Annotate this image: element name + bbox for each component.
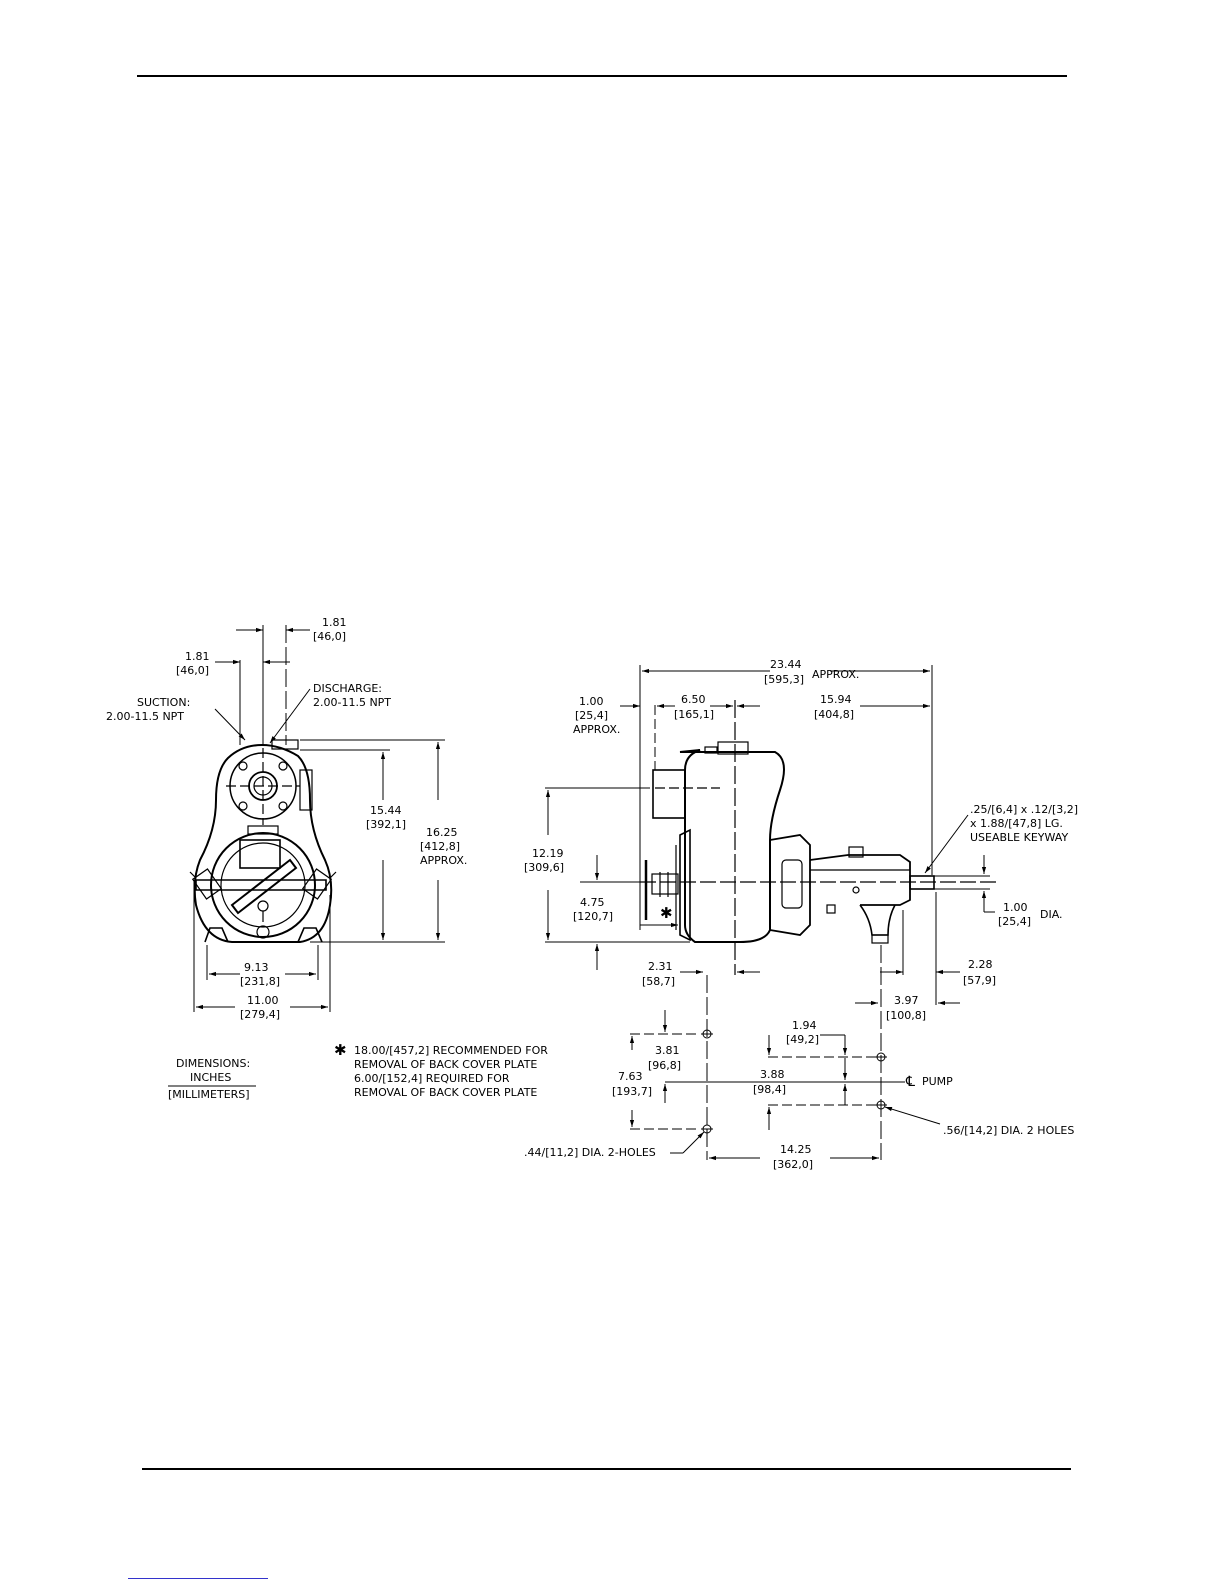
discharge-title: DISCHARGE: xyxy=(313,682,382,695)
base-view-dimensions xyxy=(629,945,941,1161)
holes-left-label: .44/[11,2] DIA. 2-HOLES xyxy=(524,1146,656,1159)
side-view xyxy=(640,700,998,975)
note-line-2: REMOVAL OF BACK COVER PLATE xyxy=(354,1058,537,1071)
dims-legend-title: DIMENSIONS: xyxy=(176,1057,250,1070)
dim-475-mm: [120,7] xyxy=(573,910,613,923)
note-line-1: 18.00/[457,2] RECOMMENDED FOR xyxy=(354,1044,548,1057)
dim-base1-mm: [231,8] xyxy=(240,975,280,988)
header-rule xyxy=(137,75,1067,77)
base-view-labels: 1.94 [49,2] 3.81 [96,8] 7.63 [193,7] 3.8… xyxy=(524,1019,1074,1171)
keyway-line-2: x 1.88/[47,8] LG. xyxy=(970,817,1063,830)
suction-title: SUCTION: xyxy=(137,696,190,709)
dim-381-in: 3.81 xyxy=(655,1044,680,1057)
dim-1219-in: 12.19 xyxy=(532,847,564,860)
dim-left-in: 1.81 xyxy=(185,650,210,663)
suction-size: 2.00-11.5 NPT xyxy=(106,710,184,723)
dim-100-mm: [25,4] xyxy=(575,709,608,722)
dim-top-mm: [46,0] xyxy=(313,630,346,643)
front-view-dimensions xyxy=(168,625,445,1087)
notes: DIMENSIONS: INCHES [MILLIMETERS] ✱ 18.00… xyxy=(168,1041,548,1101)
dim-100-in: 1.00 xyxy=(579,695,604,708)
note-star-symbol: ✱ xyxy=(334,1041,347,1059)
asterisk-mark: ✱ xyxy=(660,904,673,922)
dim-1594-in: 15.94 xyxy=(820,693,852,706)
dim-overall-mm: [595,3] xyxy=(764,673,804,686)
discharge-size: 2.00-11.5 NPT xyxy=(313,696,391,709)
centerline-pump-label: PUMP xyxy=(922,1075,953,1088)
dim-h2-mm: [412,8] xyxy=(420,840,460,853)
dim-h2-in: 16.25 xyxy=(426,826,458,839)
dim-shaft-note: DIA. xyxy=(1040,908,1063,921)
dim-1219-mm: [309,6] xyxy=(524,861,564,874)
dim-shaft-mm: [25,4] xyxy=(998,915,1031,928)
dim-h1-in: 15.44 xyxy=(370,804,402,817)
side-view-labels: 23.44 [595,3] APPROX. 1.00 [25,4] APPROX… xyxy=(524,658,1078,1022)
dim-228-in: 2.28 xyxy=(968,958,993,971)
front-view-labels: 1.81 [46,0] 1.81 [46,0] SUCTION: 2.00-11… xyxy=(106,616,467,1021)
dim-base1-in: 9.13 xyxy=(244,961,269,974)
dim-overall-note: APPROX. xyxy=(812,668,859,681)
keyway-line-1: .25/[6,4] x .12/[3,2] xyxy=(970,803,1078,816)
dim-overall-in: 23.44 xyxy=(770,658,802,671)
dim-763-in: 7.63 xyxy=(618,1070,643,1083)
front-view xyxy=(189,739,337,943)
dim-1594-mm: [404,8] xyxy=(814,708,854,721)
dim-650-in: 6.50 xyxy=(681,693,706,706)
centerline-symbol: ℄ xyxy=(905,1074,915,1090)
dim-1425-mm: [362,0] xyxy=(773,1158,813,1171)
dim-381-mm: [96,8] xyxy=(648,1059,681,1072)
dim-194-in: 1.94 xyxy=(792,1019,817,1032)
note-line-3: 6.00/[152,4] REQUIRED FOR xyxy=(354,1072,510,1085)
dim-h2-note: APPROX. xyxy=(420,854,467,867)
dim-388-in: 3.88 xyxy=(760,1068,785,1081)
note-line-4: REMOVAL OF BACK COVER PLATE xyxy=(354,1086,537,1099)
dim-388-mm: [98,4] xyxy=(753,1083,786,1096)
holes-right-label: .56/[14,2] DIA. 2 HOLES xyxy=(943,1124,1074,1137)
dim-475-in: 4.75 xyxy=(580,896,605,909)
dim-1425-in: 14.25 xyxy=(780,1143,812,1156)
dims-legend-mm: [MILLIMETERS] xyxy=(168,1088,250,1101)
dim-194-mm: [49,2] xyxy=(786,1033,819,1046)
dim-650-mm: [165,1] xyxy=(674,708,714,721)
footer-link-underline[interactable] xyxy=(128,1578,268,1579)
dim-397-in: 3.97 xyxy=(894,994,919,1007)
dim-shaft-in: 1.00 xyxy=(1003,901,1028,914)
footer-rule xyxy=(142,1468,1071,1470)
dim-base2-in: 11.00 xyxy=(247,994,279,1007)
dim-top-in: 1.81 xyxy=(322,616,347,629)
dim-228-mm: [57,9] xyxy=(963,974,996,987)
side-view-dimensions xyxy=(545,665,995,1006)
dim-763-mm: [193,7] xyxy=(612,1085,652,1098)
dim-397-mm: [100,8] xyxy=(886,1009,926,1022)
dims-legend-inches: INCHES xyxy=(190,1071,231,1084)
dim-231-mm: [58,7] xyxy=(642,975,675,988)
dim-base2-mm: [279,4] xyxy=(240,1008,280,1021)
dim-h1-mm: [392,1] xyxy=(366,818,406,831)
keyway-line-3: USEABLE KEYWAY xyxy=(970,831,1068,844)
dim-left-mm: [46,0] xyxy=(176,664,209,677)
dim-100-note: APPROX. xyxy=(573,723,620,736)
dim-231-in: 2.31 xyxy=(648,960,673,973)
